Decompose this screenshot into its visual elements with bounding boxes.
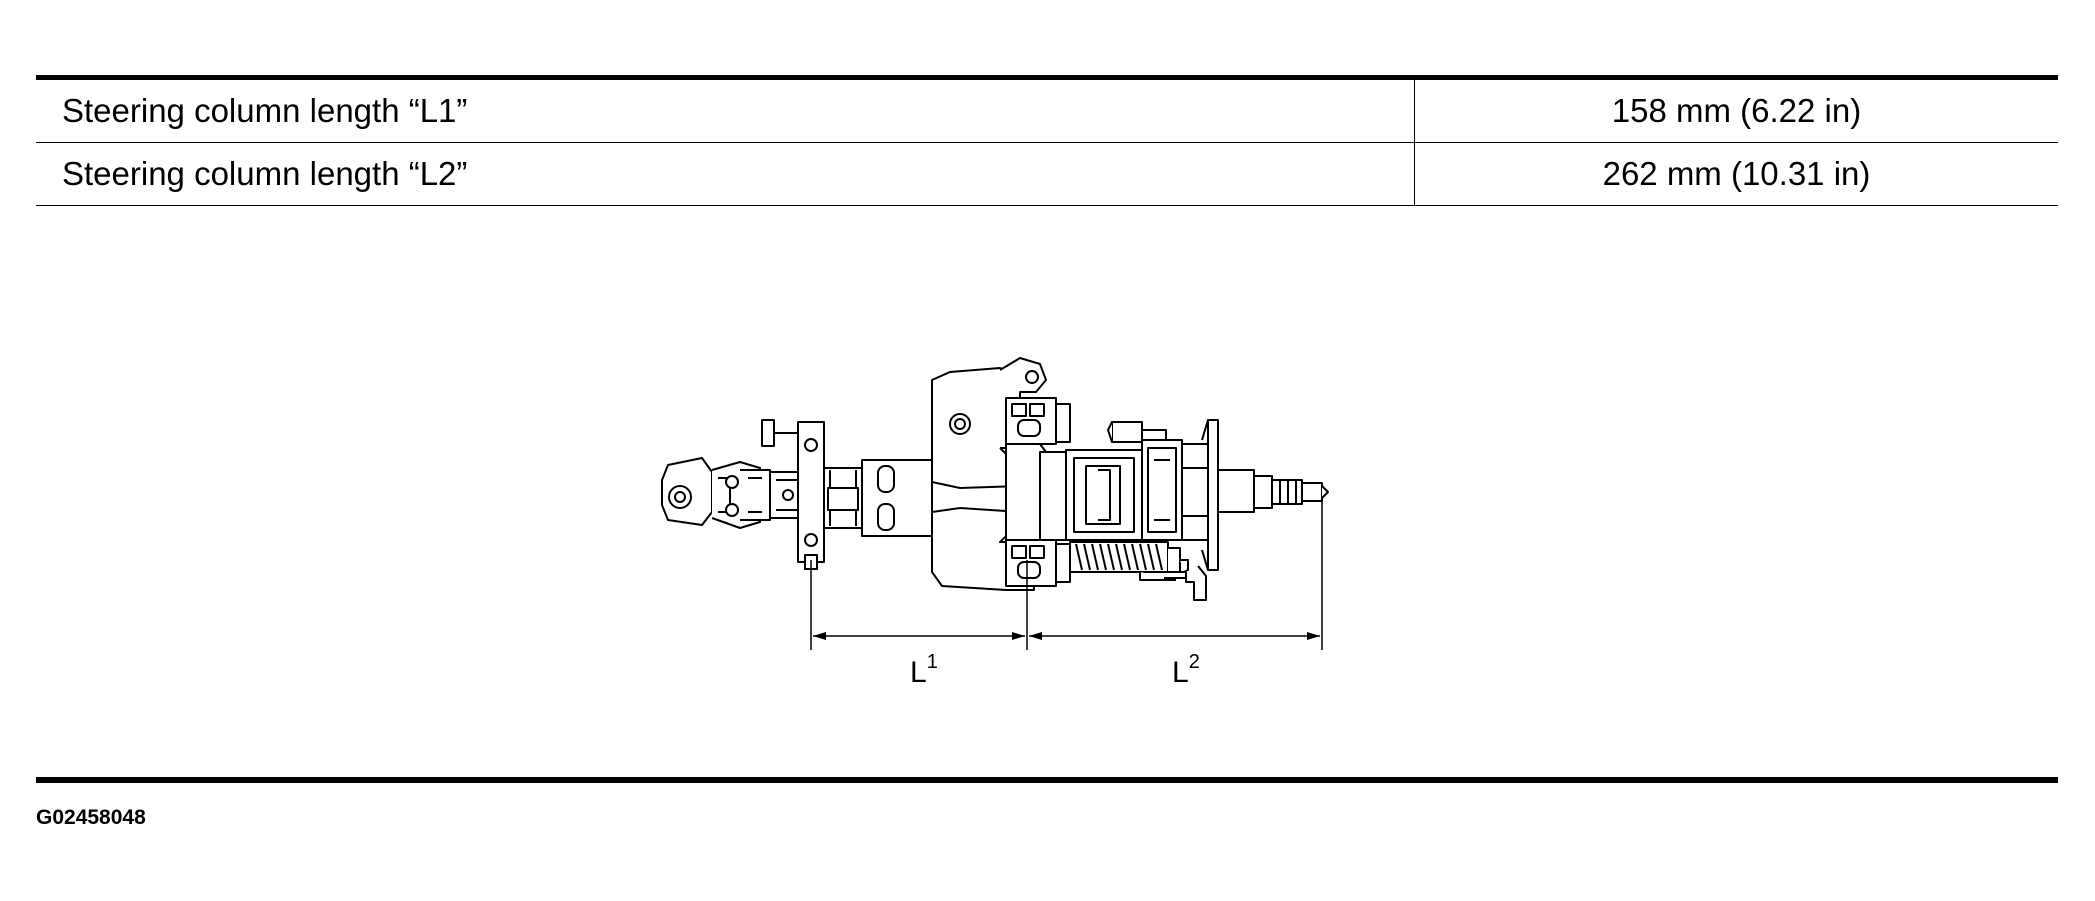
spec-value-l2: 262 mm (10.31 in) xyxy=(1414,142,2058,206)
dimension-label-l1: L1 xyxy=(910,651,938,689)
universal-joint xyxy=(661,457,807,529)
spec-table: Steering column length “L1” 158 mm (6.22… xyxy=(36,75,2058,206)
tilt-mechanism xyxy=(1005,397,1071,587)
lower-shaft xyxy=(823,459,933,537)
upper-housing xyxy=(1065,421,1209,541)
tilt-spring xyxy=(1069,541,1207,601)
spec-label-l1: Steering column length “L1” xyxy=(36,77,1415,143)
spec-value-l1: 158 mm (6.22 in) xyxy=(1414,77,2058,143)
table-row: Steering column length “L2” 262 mm (10.3… xyxy=(36,142,2058,206)
dimension-label-l2: L2 xyxy=(1172,651,1200,689)
wheel-mount-plate xyxy=(1201,419,1219,571)
table-row: Steering column length “L1” 158 mm (6.22… xyxy=(36,77,2058,143)
dimension-lines xyxy=(810,500,1323,650)
steering-column-assembly xyxy=(661,357,1329,601)
spec-label-l2: Steering column length “L2” xyxy=(36,142,1415,206)
upper-shaft xyxy=(1217,469,1329,513)
bottom-rule xyxy=(36,777,2058,783)
figure-id: G02458048 xyxy=(36,806,146,829)
